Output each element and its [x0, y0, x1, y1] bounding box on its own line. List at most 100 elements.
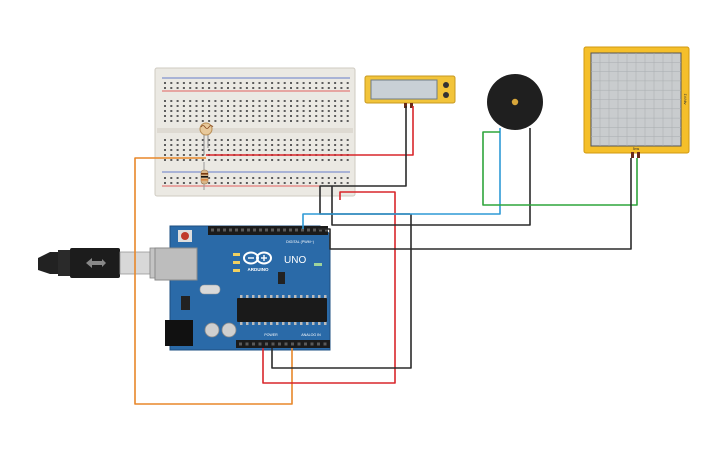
wire-green[interactable] — [482, 131, 638, 206]
header-pin[interactable] — [247, 228, 250, 232]
wire-red-lcd[interactable] — [206, 106, 414, 156]
header-pin[interactable] — [310, 342, 314, 346]
breadboard-hole — [334, 87, 337, 89]
breadboard-hole — [245, 110, 248, 112]
breadboard-hole — [296, 139, 299, 141]
wire-red-5v[interactable] — [262, 191, 396, 384]
breadboard-hole — [264, 120, 267, 122]
breadboard-hole — [334, 82, 337, 84]
header-pin[interactable] — [271, 342, 275, 346]
header-pin[interactable] — [325, 228, 328, 232]
breadboard-hole — [182, 120, 185, 122]
breadboard-hole — [252, 87, 255, 89]
breadboard-hole — [271, 120, 274, 122]
header-pin[interactable] — [317, 342, 320, 346]
breadboard-hole — [227, 100, 229, 102]
breadboard-hole — [252, 149, 255, 151]
wire-orange[interactable] — [134, 157, 293, 405]
piezo-buzzer[interactable] — [487, 74, 543, 130]
breadboard-hole — [277, 144, 280, 146]
header-pin[interactable] — [265, 228, 268, 232]
header-pin[interactable] — [291, 342, 294, 346]
header-pin[interactable] — [265, 342, 268, 346]
wire-black-gnd[interactable] — [271, 214, 412, 369]
breadboard-hole — [283, 139, 286, 141]
breadboard-hole — [227, 115, 229, 117]
lcd-display[interactable] — [364, 75, 456, 108]
breadboard-hole — [176, 105, 179, 107]
breadboard-hole — [201, 139, 204, 141]
breadboard-hole — [227, 87, 229, 89]
header-pin[interactable] — [245, 342, 249, 346]
header-pin[interactable] — [241, 228, 244, 232]
header-pin[interactable] — [258, 342, 262, 346]
header-pin[interactable] — [239, 342, 242, 346]
breadboard-hole — [346, 120, 349, 122]
breadboard-hole — [233, 82, 236, 84]
breadboard-holes — [164, 82, 349, 184]
header-pin[interactable] — [297, 342, 301, 346]
header-pin[interactable] — [284, 342, 288, 346]
oscilloscope[interactable]: 1V/div 5ms — [583, 46, 690, 158]
breadboard-hole — [302, 159, 305, 161]
header-pin[interactable] — [259, 228, 262, 232]
chip-leg — [252, 322, 255, 325]
breadboard-hole — [164, 154, 166, 156]
wire-black-buzzer[interactable] — [331, 128, 531, 226]
header-pin[interactable] — [278, 342, 281, 346]
header-pin[interactable] — [229, 228, 232, 232]
header-pin[interactable] — [235, 228, 238, 232]
breadboard-hole — [182, 110, 185, 112]
breadboard-hole — [315, 87, 318, 89]
breadboard-hole — [346, 149, 349, 151]
header-pin[interactable] — [289, 228, 292, 232]
breadboard-hole — [334, 105, 337, 107]
breadboard-hole — [170, 110, 173, 112]
breadboard-hole — [214, 105, 217, 107]
breadboard-hole — [201, 115, 204, 117]
breadboard-hole — [283, 105, 286, 107]
header-pin[interactable] — [323, 342, 327, 346]
breadboard-hole — [327, 120, 330, 122]
chip-leg — [318, 295, 321, 298]
breadboard-hole — [315, 149, 318, 151]
breadboard-hole — [195, 144, 198, 146]
breadboard-hole — [239, 100, 242, 102]
resistor[interactable] — [200, 162, 209, 190]
header-pin[interactable] — [223, 228, 226, 232]
breadboard-hole — [176, 154, 179, 156]
arduino-uno-board[interactable]: ARDUINO UNO DIGITAL (PWM~) POWER ANALOG … — [154, 225, 331, 351]
header-pin[interactable] — [252, 342, 255, 346]
header-pin[interactable] — [271, 228, 274, 232]
chip-leg — [246, 295, 249, 298]
breadboard-hole — [170, 100, 173, 102]
breadboard[interactable] — [154, 67, 356, 197]
chip-leg — [294, 322, 297, 325]
wire-blue[interactable] — [302, 128, 501, 229]
wire-black-scope[interactable] — [318, 158, 632, 250]
lcd-display-icon — [370, 79, 438, 100]
header-pin[interactable] — [307, 228, 310, 232]
header-pin[interactable] — [301, 228, 304, 232]
breadboard-hole — [264, 115, 267, 117]
photoresistor[interactable] — [199, 122, 214, 155]
header-pin[interactable] — [253, 228, 256, 232]
breadboard-hole — [296, 120, 299, 122]
breadboard-hole — [239, 87, 242, 89]
header-pin[interactable] — [211, 228, 214, 232]
header-pin[interactable] — [277, 228, 280, 232]
header-pin[interactable] — [313, 228, 316, 232]
breadboard-hole — [164, 144, 166, 146]
breadboard-hole — [176, 82, 179, 84]
header-pin[interactable] — [319, 228, 322, 232]
header-pin[interactable] — [295, 228, 298, 232]
breadboard-hole — [208, 82, 211, 84]
breadboard-hole — [164, 159, 166, 161]
breadboard-hole — [170, 87, 173, 89]
header-pin[interactable] — [304, 342, 307, 346]
breadboard-hole — [290, 182, 292, 184]
header-pin[interactable] — [217, 228, 220, 232]
chip-leg — [312, 322, 315, 325]
header-pin[interactable] — [283, 228, 286, 232]
breadboard-hole — [271, 149, 274, 151]
